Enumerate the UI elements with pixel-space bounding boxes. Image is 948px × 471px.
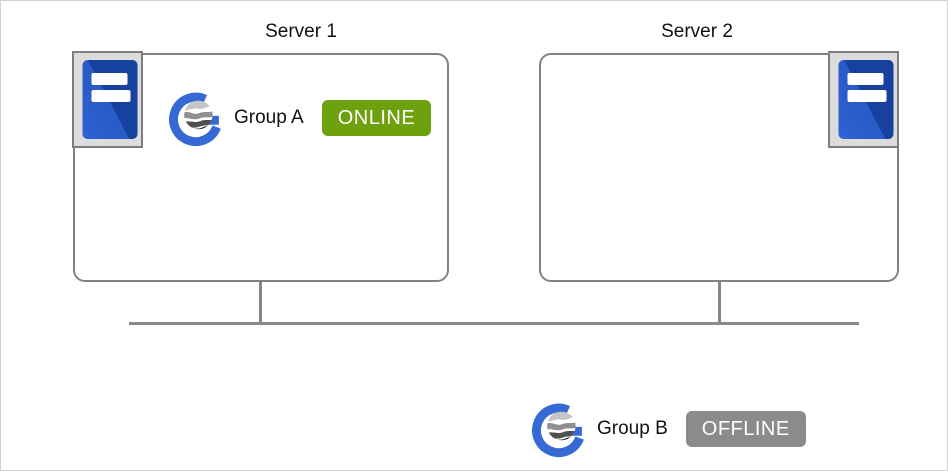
server2-title: Server 2 — [661, 21, 733, 42]
group-b-status-badge: OFFLINE — [685, 411, 806, 447]
server-tower-icon — [82, 60, 138, 139]
group-a-label: Group A — [234, 107, 304, 128]
server1-title: Server 1 — [265, 21, 337, 42]
group-b-label: Group B — [597, 418, 668, 439]
group-globe-g-icon — [169, 90, 226, 147]
server-tower-icon — [838, 60, 894, 139]
group-a-status-badge: ONLINE — [321, 100, 432, 136]
group-globe-g-icon — [532, 401, 589, 458]
group-a-row: Group A ONLINE — [169, 89, 432, 147]
server1-network-connector-line — [259, 282, 262, 324]
server1-icon — [72, 51, 143, 148]
server2-network-connector-line — [718, 282, 721, 324]
group-b-row: Group B OFFLINE — [532, 400, 806, 458]
server2-icon — [828, 51, 899, 148]
network-bus-line — [129, 322, 859, 325]
